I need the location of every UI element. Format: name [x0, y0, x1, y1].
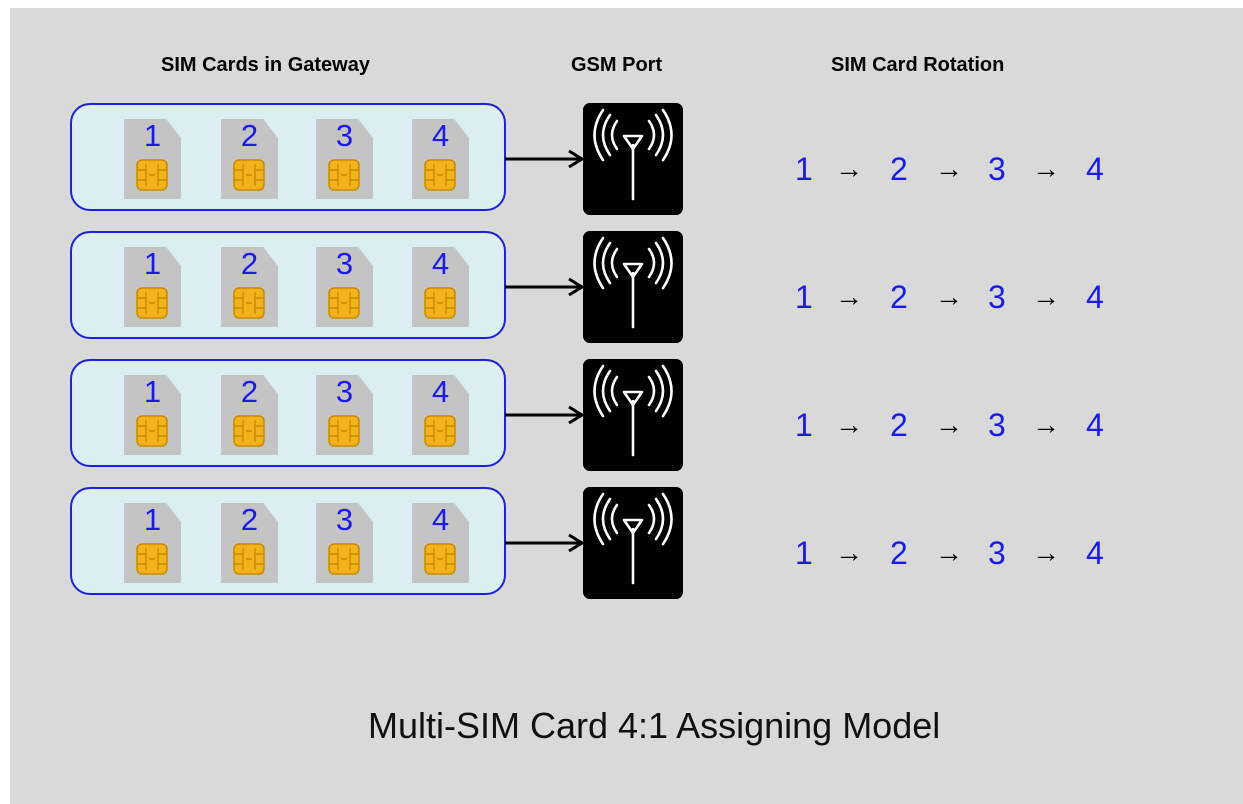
sim-card-icon: 3 [316, 375, 373, 455]
antenna-signal-icon [583, 103, 683, 215]
rotation-arrow-icon: → [835, 409, 863, 440]
rotation-number: 2 [890, 279, 908, 315]
rotation-arrow-icon: → [1032, 153, 1060, 184]
header-sim-cards: SIM Cards in Gateway [161, 54, 370, 76]
rotation-number: 2 [890, 535, 908, 571]
diagram-caption: Multi-SIM Card 4:1 Assigning Model [368, 705, 941, 746]
rotation-arrow-icon: → [835, 153, 863, 184]
sim-card-icon: 1 [124, 375, 181, 455]
sim-card-number: 1 [143, 246, 162, 281]
sim-chip-icon [233, 543, 265, 575]
sim-chip-icon [424, 543, 456, 575]
sim-chip-icon [136, 159, 168, 191]
rotation-arrow-icon: → [835, 537, 863, 568]
rotation-arrow-icon: → [935, 409, 963, 440]
sim-tray: 1 2 3 4 [70, 231, 506, 339]
header-gsm-port: GSM Port [571, 54, 663, 76]
sim-card-number: 3 [335, 246, 354, 281]
sim-card-number: 2 [240, 118, 259, 153]
rotation-arrow-icon: → [1032, 537, 1060, 568]
sim-card-number: 4 [431, 374, 450, 409]
sim-card-number: 4 [431, 246, 450, 281]
rotation-number: 3 [988, 407, 1006, 443]
sim-chip-icon [424, 159, 456, 191]
sim-card-icon: 4 [412, 375, 469, 455]
sim-tray: 1 2 3 4 [70, 103, 506, 211]
sim-card-number: 3 [335, 374, 354, 409]
sim-card-number: 3 [335, 118, 354, 153]
sim-chip-icon [328, 159, 360, 191]
sim-card-number: 4 [431, 502, 450, 537]
sim-card-number: 2 [240, 374, 259, 409]
sim-chip-icon [328, 415, 360, 447]
sim-card-icon: 2 [221, 247, 278, 327]
sim-card-number: 4 [431, 118, 450, 153]
sim-chip-icon [136, 415, 168, 447]
rotation-number: 3 [988, 151, 1006, 187]
sim-card-icon: 2 [221, 375, 278, 455]
arrow-right-icon [505, 149, 585, 169]
rotation-arrow-icon: → [1032, 281, 1060, 312]
sim-card-icon: 3 [316, 503, 373, 583]
antenna-signal-icon [583, 359, 683, 471]
arrow-right-icon [505, 277, 585, 297]
sim-card-icon: 2 [221, 503, 278, 583]
sim-tray: 1 2 3 4 [70, 487, 506, 595]
arrow-right-icon [505, 533, 585, 553]
rotation-number: 3 [988, 279, 1006, 315]
rotation-arrow-icon: → [935, 153, 963, 184]
sim-card-number: 2 [240, 502, 259, 537]
sim-card-number: 3 [335, 502, 354, 537]
sim-chip-icon [233, 415, 265, 447]
rotation-number: 2 [890, 407, 908, 443]
sim-card-number: 1 [143, 374, 162, 409]
sim-card-number: 1 [143, 502, 162, 537]
sim-card-icon: 1 [124, 119, 181, 199]
header-sim-rotation: SIM Card Rotation [831, 54, 1005, 76]
sim-chip-icon [233, 159, 265, 191]
rotation-number: 3 [988, 535, 1006, 571]
rotation-number: 4 [1086, 279, 1104, 315]
sim-card-icon: 4 [412, 247, 469, 327]
sim-chip-icon [136, 287, 168, 319]
sim-chip-icon [328, 287, 360, 319]
sim-chip-icon [136, 543, 168, 575]
sim-card-number: 2 [240, 246, 259, 281]
sim-card-icon: 4 [412, 503, 469, 583]
sim-card-icon: 3 [316, 247, 373, 327]
rotation-number: 1 [795, 407, 813, 443]
sim-chip-icon [424, 415, 456, 447]
rotation-arrow-icon: → [1032, 409, 1060, 440]
rotation-arrow-icon: → [935, 537, 963, 568]
rotation-arrow-icon: → [835, 281, 863, 312]
rotation-number: 4 [1086, 151, 1104, 187]
rotation-number: 4 [1086, 535, 1104, 571]
sim-card-icon: 1 [124, 247, 181, 327]
antenna-signal-icon [583, 231, 683, 343]
rotation-number: 1 [795, 535, 813, 571]
sim-tray: 1 2 3 4 [70, 359, 506, 467]
rotation-number: 2 [890, 151, 908, 187]
rotation-arrow-icon: → [935, 281, 963, 312]
rotation-number: 4 [1086, 407, 1104, 443]
sim-card-icon: 3 [316, 119, 373, 199]
rotation-number: 1 [795, 151, 813, 187]
sim-card-icon: 1 [124, 503, 181, 583]
sim-card-number: 1 [143, 118, 162, 153]
antenna-signal-icon [583, 487, 683, 599]
sim-card-icon: 4 [412, 119, 469, 199]
sim-chip-icon [233, 287, 265, 319]
rotation-number: 1 [795, 279, 813, 315]
sim-chip-icon [424, 287, 456, 319]
sim-chip-icon [328, 543, 360, 575]
arrow-right-icon [505, 405, 585, 425]
sim-card-icon: 2 [221, 119, 278, 199]
